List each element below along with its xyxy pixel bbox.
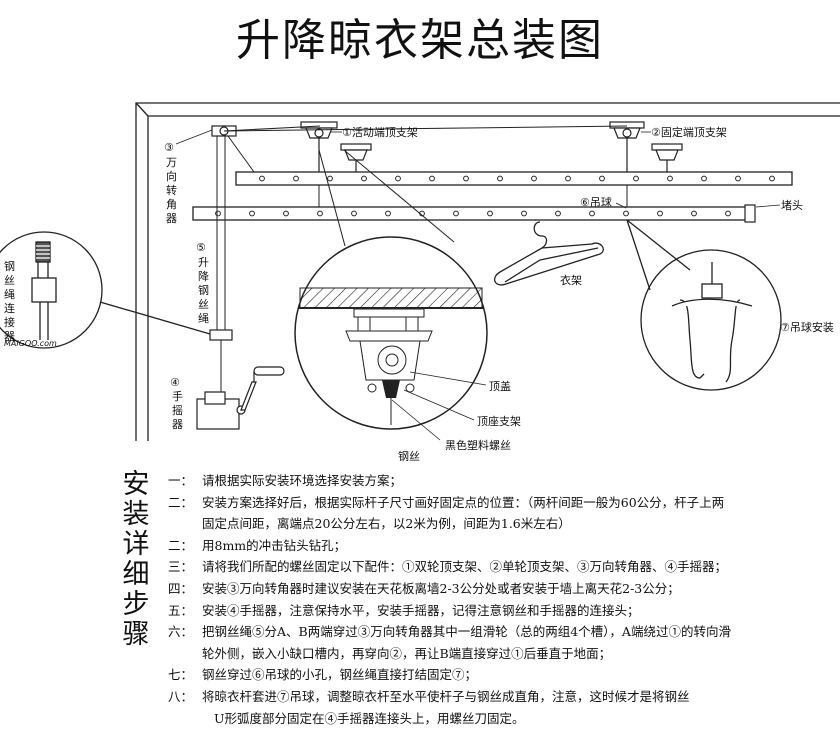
- ceiling-and-wall: [135, 102, 840, 441]
- watermark-text: MAIGOO.com: [4, 339, 57, 348]
- label-active-bracket: ①活动端顶支架: [342, 126, 418, 139]
- label-cable: ⑤ 升 降 钢 丝 绳: [196, 241, 209, 325]
- step-row: 轮外侧，嵌入小缺口槽内，再穿向②，再让B端直接穿过①后垂直于地面；: [202, 645, 612, 661]
- svg-text:器: 器: [166, 212, 177, 225]
- spring-icon: [35, 241, 51, 263]
- crank-shape: [196, 366, 285, 430]
- label-top-cover: 顶盖: [489, 379, 511, 393]
- svg-text:钢: 钢: [4, 260, 15, 273]
- step-row: 固定点间距，离端点20公分左右，以2米为例，间距为1.6米左右）: [202, 516, 571, 532]
- active-bracket-shape: [300, 121, 372, 172]
- svg-text:钢: 钢: [198, 284, 209, 297]
- svg-text:接: 接: [4, 316, 15, 329]
- svg-text:转: 转: [166, 183, 177, 197]
- step-row: 二：安装方案选择好后，根据实际杆子尺寸画好固定点的位置：（两杆间距一般为60公分…: [168, 494, 725, 510]
- svg-text:⑤: ⑤: [196, 241, 206, 254]
- step-row: 八：将晾衣杆套进⑦吊球，调整晾衣杆至水平使杆子与钢丝成直角，注意，这时候才是将钢…: [168, 688, 690, 704]
- installation-steps: 一：请根据实际安装环境选择安装方案； 二：安装方案选择好后，根据实际杆子尺寸画好…: [168, 470, 836, 729]
- svg-text:器: 器: [172, 418, 183, 431]
- steps-heading: 安 装 详 细 步 骤: [122, 469, 150, 650]
- label-top-seat-bracket: 顶座支架: [477, 414, 521, 428]
- step-row: 五：安装④手摇器，注意保持水平，安装手摇器，记得注意钢丝和手摇器的连接头；: [168, 602, 640, 618]
- step-row: 四：安装③万向转角器时建议安装在天花板离墙2-3公分处或者安装于墙上离天花2-3…: [168, 580, 680, 596]
- end-cap-shape: [744, 204, 756, 223]
- label-hook: ⑦吊球安装: [780, 320, 834, 334]
- assembly-diagram: ①活动端顶支架 ②固定端顶支架 ③ 万 向 转 角 器 ⑤ 升 降 钢 丝 绳 …: [0, 102, 840, 463]
- connector-small-shape: [209, 329, 233, 341]
- svg-text:④: ④: [170, 376, 180, 389]
- label-connector: 钢 丝 绳 连 接 器: [4, 260, 15, 343]
- svg-text:向: 向: [166, 169, 177, 183]
- svg-text:丝: 丝: [198, 298, 209, 311]
- svg-text:③: ③: [164, 141, 174, 154]
- cables: [216, 125, 628, 395]
- svg-text:万: 万: [166, 156, 177, 169]
- lower-drying-rod: [192, 204, 756, 223]
- step-row: 三：请将我们所配的螺丝固定以下配件：①双轮顶支架、②单轮顶支架、③万向转角器、④…: [168, 559, 728, 575]
- hanger-icon: [493, 221, 604, 286]
- svg-text:升: 升: [198, 256, 209, 269]
- bracket-detail-circle: [294, 149, 488, 441]
- step-row: 七：钢丝穿过⑥吊球的小孔，钢丝绳直接打结固定⑦；: [168, 667, 478, 683]
- label-plastic-screw: 黑色塑料螺丝: [445, 438, 511, 452]
- label-ball: ⑥吊球: [580, 195, 612, 209]
- upper-drying-rod: [235, 171, 793, 186]
- fixed-bracket-shape: [609, 121, 683, 172]
- svg-text:器: 器: [4, 330, 15, 343]
- svg-text:角: 角: [166, 198, 177, 211]
- svg-text:降: 降: [198, 269, 209, 283]
- label-fixed-bracket: ②固定端顶支架: [651, 125, 727, 139]
- label-wire: 钢丝: [398, 450, 420, 463]
- svg-text:绳: 绳: [198, 311, 209, 325]
- step-row: 一：请根据实际安装环境选择安装方案；: [168, 473, 403, 488]
- svg-text:手: 手: [172, 389, 183, 403]
- hook-detail-circle: [626, 219, 782, 391]
- step-row: U形弧度部分固定在④手摇器连接头上，用螺丝刀固定。: [214, 710, 525, 726]
- label-corner-unit: ③ 万 向 转 角 器: [164, 141, 177, 225]
- label-crank: ④ 手 摇 器: [170, 376, 183, 431]
- label-end-cap: 堵头: [781, 198, 803, 212]
- svg-text:绳: 绳: [4, 287, 15, 301]
- svg-text:丝: 丝: [4, 274, 15, 287]
- page-title: 升降晾衣架总装图: [236, 15, 604, 66]
- svg-text:摇: 摇: [172, 403, 183, 417]
- step-row: 二：用8mm的冲击钻头钻孔；: [168, 537, 347, 553]
- label-hanger: 衣架: [560, 273, 582, 287]
- step-row: 六：把钢丝绳⑤分A、B两端穿过③万向转角器其中一组滑轮（总的两组4个槽），A端绕…: [168, 624, 731, 640]
- svg-text:连: 连: [4, 302, 15, 315]
- connector-detail-circle: [0, 231, 211, 349]
